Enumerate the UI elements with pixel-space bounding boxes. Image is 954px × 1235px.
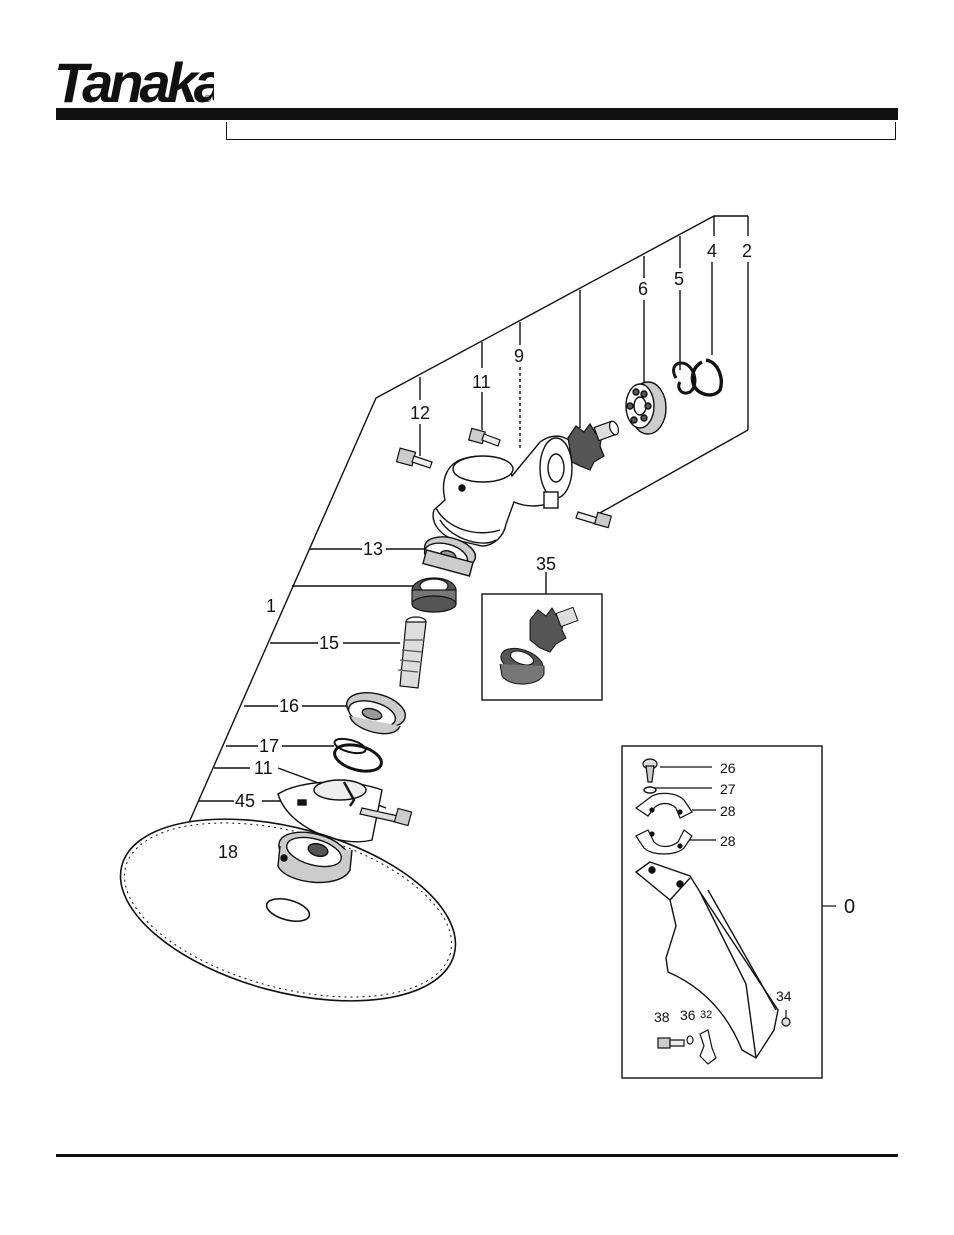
- callout-1: 1: [266, 596, 276, 616]
- washer-27: [643, 786, 657, 794]
- callout-27: 27: [720, 781, 736, 797]
- callout-35: 35: [536, 554, 556, 574]
- nut-34: [781, 1017, 791, 1027]
- bearing-6: [625, 381, 667, 435]
- bearing-13: [422, 536, 477, 577]
- guard-assembly-box: [621, 745, 836, 1079]
- title-box: [226, 122, 896, 140]
- bolt-38: [657, 1037, 685, 1049]
- bolt-11-top: [467, 427, 501, 447]
- callout-34: 34: [776, 988, 792, 1004]
- callout-0: 0: [844, 896, 855, 918]
- trademark-symbol: ®: [204, 94, 212, 105]
- cover-45: [277, 779, 383, 843]
- bearing-16: [346, 692, 406, 735]
- bevel-gear: [411, 577, 457, 613]
- pinion-gear: [567, 420, 620, 471]
- callout-9: 9: [514, 346, 524, 366]
- callout-2: 2: [742, 241, 752, 261]
- callout-11-lower: 11: [254, 758, 273, 778]
- callout-36: 36: [680, 1007, 696, 1023]
- bolt-clamp: [575, 511, 613, 529]
- bracket-32: [699, 1029, 717, 1065]
- callout-26: 26: [720, 760, 736, 776]
- footer-rule: [56, 1154, 898, 1157]
- tanaka-logo: Tanaka ®: [54, 52, 214, 108]
- callout-12: 12: [410, 403, 430, 423]
- screw-26: [642, 758, 658, 783]
- callout-labels: 1 2 4 5 6 9 11 12 13 15 16 17 11 45 18 3…: [218, 241, 855, 1025]
- washer-36: [686, 1035, 694, 1045]
- callout-38: 38: [654, 1009, 670, 1025]
- leader-lines: [175, 215, 749, 853]
- callout-15: 15: [319, 633, 339, 653]
- holder-18: [277, 831, 353, 884]
- callout-28-lower: 28: [720, 833, 736, 849]
- guard-shield: [634, 861, 779, 1059]
- callout-16: 16: [279, 696, 299, 716]
- callout-45: 45: [235, 791, 255, 811]
- gear-kit-box: [481, 593, 603, 701]
- callout-32: 32: [700, 1009, 712, 1021]
- callout-13: 13: [363, 539, 383, 559]
- callout-28-upper: 28: [720, 803, 736, 819]
- shaft-15: [397, 616, 427, 689]
- callout-17: 17: [259, 736, 279, 756]
- saw-blade: [119, 818, 457, 1002]
- clamp-28-lower: [635, 829, 693, 855]
- circlip-4: [690, 358, 723, 397]
- header-rule: [56, 108, 898, 120]
- clamp-28-upper: [634, 792, 693, 819]
- callout-11-top: 11: [472, 372, 491, 392]
- bolt-11-lower: [359, 807, 413, 827]
- gear-case: [432, 435, 577, 547]
- snap-ring-5: [672, 361, 697, 395]
- callout-6: 6: [638, 279, 648, 299]
- callout-18: 18: [218, 842, 238, 862]
- circlip-17: [333, 737, 383, 773]
- callout-5: 5: [674, 269, 684, 289]
- bolt-12: [395, 447, 433, 469]
- brand-wordmark: Tanaka: [54, 52, 214, 108]
- callout-4: 4: [707, 241, 717, 261]
